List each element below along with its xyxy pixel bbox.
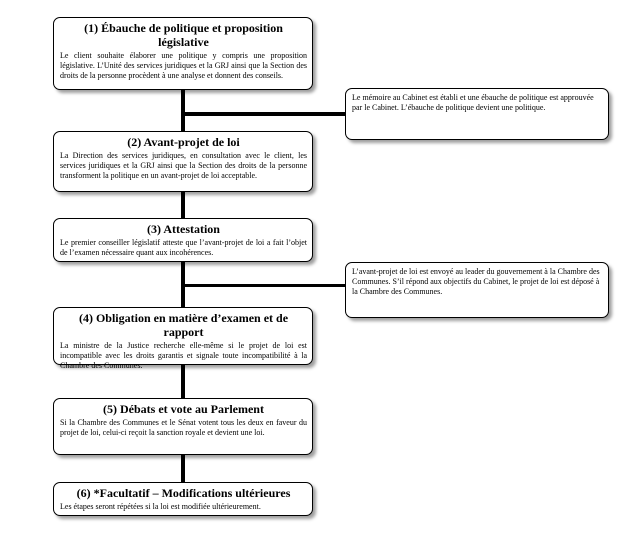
step-2-title: (2) Avant-projet de loi — [127, 135, 240, 149]
step-4-box: (4) Obligation en matière d’examen et de… — [53, 307, 313, 370]
connector-4-5 — [181, 365, 185, 399]
step-6-box: (6) *Facultatif – Modifications ultérieu… — [53, 482, 313, 516]
note-1-box: Le mémoire au Cabinet est établi et une … — [345, 88, 609, 140]
connector-2-3 — [181, 192, 185, 219]
step-1-title: (1) Ébauche de politique et proposition … — [84, 21, 283, 49]
branch-to-note-2 — [183, 284, 345, 287]
step-4-title: (4) Obligation en matière d’examen et de… — [78, 311, 289, 339]
step-1-text: Le client souhaite élaborer une politiqu… — [60, 51, 307, 80]
step-6-title: (6) *Facultatif – Modifications ultérieu… — [76, 486, 291, 500]
connector-5-6 — [181, 455, 185, 483]
branch-to-note-1 — [183, 112, 345, 116]
note-2-text: L’avant-projet de loi est envoyé au lead… — [352, 267, 600, 296]
step-5-text: Si la Chambre des Communes et le Sénat v… — [60, 418, 307, 437]
step-3-title: (3) Attestation — [147, 222, 220, 236]
note-2-box: L’avant-projet de loi est envoyé au lead… — [345, 262, 609, 318]
step-3-text: Le premier conseiller législatif atteste… — [60, 238, 307, 257]
step-6-text: Les étapes seront répétées si la loi est… — [60, 502, 261, 511]
step-5-title: (5) Débats et vote au Parlement — [103, 402, 264, 416]
note-1-text: Le mémoire au Cabinet est établi et une … — [352, 93, 594, 112]
step-2-box: (2) Avant-projet de loi La Direction des… — [53, 131, 313, 192]
step-1-box: (1) Ébauche de politique et proposition … — [53, 17, 313, 90]
step-3-box: (3) Attestation Le premier conseiller lé… — [53, 218, 313, 262]
connector-1-2 — [181, 90, 185, 132]
step-5-box: (5) Débats et vote au Parlement Si la Ch… — [53, 398, 313, 455]
step-4-text: La ministre de la Justice recherche elle… — [60, 341, 307, 370]
step-2-text: La Direction des services juridiques, en… — [60, 151, 307, 180]
